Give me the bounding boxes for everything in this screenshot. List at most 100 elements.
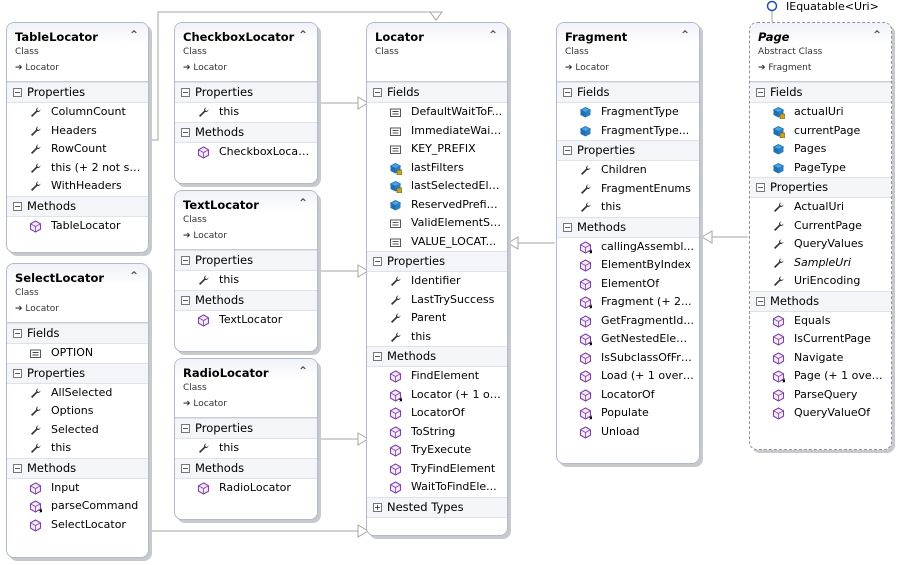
member-row[interactable]: Children xyxy=(557,161,699,180)
section-header-nested-types[interactable]: +Nested Types xyxy=(367,496,507,518)
section-header-properties[interactable]: −Properties xyxy=(175,82,317,103)
member-row[interactable]: WithHeaders xyxy=(7,177,148,196)
member-row[interactable]: this xyxy=(367,328,507,347)
member-row[interactable]: Headers xyxy=(7,122,148,141)
section-header-fields[interactable]: −Fields xyxy=(367,82,507,103)
member-row[interactable]: Pages xyxy=(750,140,891,159)
member-row[interactable]: this xyxy=(175,439,317,458)
member-row[interactable]: FragmentType xyxy=(557,103,699,122)
member-row[interactable]: SelectLocator xyxy=(7,516,148,535)
collapse-toggle-icon[interactable]: − xyxy=(756,88,765,97)
member-row[interactable]: PageType xyxy=(750,159,891,178)
member-row[interactable]: DefaultWaitToF... xyxy=(367,103,507,122)
collapse-toggle-icon[interactable]: − xyxy=(563,88,572,97)
member-row[interactable]: TextLocator xyxy=(175,311,317,330)
member-row[interactable]: ★GetNestedElem... xyxy=(557,330,699,349)
collapse-toggle-icon[interactable]: − xyxy=(373,88,382,97)
member-row[interactable]: GetFragmentId... xyxy=(557,312,699,331)
section-header-methods[interactable]: −Methods xyxy=(175,457,317,479)
member-row[interactable]: FindElement xyxy=(367,367,507,386)
collapse-chevron-icon[interactable]: ⌃ xyxy=(128,28,139,42)
member-row[interactable]: UriEncoding xyxy=(750,272,891,291)
section-header-properties[interactable]: −Properties xyxy=(557,140,699,161)
member-row[interactable]: ★callingAssembl... xyxy=(557,238,699,257)
member-row[interactable]: Unload xyxy=(557,423,699,442)
collapse-chevron-icon[interactable]: ⌃ xyxy=(297,196,308,210)
member-row[interactable]: IsCurrentPage xyxy=(750,330,891,349)
section-header-methods[interactable]: −Methods xyxy=(7,195,148,217)
member-row[interactable]: ActualUri xyxy=(750,198,891,217)
member-row[interactable]: FragmentEnums xyxy=(557,180,699,199)
member-row[interactable]: ElementByIndex xyxy=(557,256,699,275)
collapse-toggle-icon[interactable]: − xyxy=(756,183,765,192)
member-row[interactable]: this xyxy=(7,439,148,458)
member-row[interactable]: Identifier xyxy=(367,272,507,291)
section-header-methods[interactable]: −Methods xyxy=(175,121,317,143)
member-row[interactable]: currentPage xyxy=(750,122,891,141)
member-row[interactable]: ★Populate xyxy=(557,404,699,423)
member-row[interactable]: lastFilters xyxy=(367,159,507,178)
collapse-toggle-icon[interactable]: − xyxy=(181,424,190,433)
member-row[interactable]: this (+ 2 not sh... xyxy=(7,159,148,178)
expand-toggle-icon[interactable]: + xyxy=(373,502,382,512)
member-row[interactable]: TryFindElement xyxy=(367,460,507,479)
member-row[interactable]: Parent xyxy=(367,309,507,328)
collapse-chevron-icon[interactable]: ⌃ xyxy=(679,28,690,42)
section-header-fields[interactable]: −Fields xyxy=(7,323,148,344)
member-row[interactable]: CurrentPage xyxy=(750,217,891,236)
member-row[interactable]: LocatorOf xyxy=(557,386,699,405)
collapse-toggle-icon[interactable]: − xyxy=(13,201,22,211)
collapse-toggle-icon[interactable]: − xyxy=(373,352,382,361)
section-header-properties[interactable]: −Properties xyxy=(750,177,891,198)
member-row[interactable]: VALUE_LOCAT... xyxy=(367,233,507,252)
member-row[interactable]: FragmentType... xyxy=(557,122,699,141)
member-row[interactable]: TryExecute xyxy=(367,441,507,460)
member-row[interactable]: SampleUri xyxy=(750,254,891,273)
member-row[interactable]: ValidElementSt... xyxy=(367,214,507,233)
collapse-toggle-icon[interactable]: − xyxy=(181,463,190,473)
section-header-methods[interactable]: −Methods xyxy=(557,216,699,238)
member-row[interactable]: RowCount xyxy=(7,140,148,159)
member-row[interactable]: this xyxy=(175,103,317,122)
section-header-fields[interactable]: −Fields xyxy=(557,82,699,103)
section-header-methods[interactable]: −Methods xyxy=(7,457,148,479)
member-row[interactable]: LastTrySuccess xyxy=(367,291,507,310)
member-row[interactable]: ReservedPrefixes xyxy=(367,196,507,215)
member-row[interactable]: KEY_PREFIX xyxy=(367,140,507,159)
section-header-properties[interactable]: −Properties xyxy=(7,82,148,103)
section-header-properties[interactable]: −Properties xyxy=(175,418,317,439)
collapse-toggle-icon[interactable]: − xyxy=(373,257,382,266)
collapse-chevron-icon[interactable]: ⌃ xyxy=(128,269,139,283)
collapse-toggle-icon[interactable]: − xyxy=(563,222,572,232)
member-row[interactable]: OPTION xyxy=(7,344,148,363)
collapse-toggle-icon[interactable]: − xyxy=(563,146,572,155)
member-row[interactable]: ★Locator (+ 1 ov... xyxy=(367,386,507,405)
section-header-methods[interactable]: −Methods xyxy=(175,289,317,311)
collapse-toggle-icon[interactable]: − xyxy=(756,296,765,306)
member-row[interactable]: ToString xyxy=(367,423,507,442)
member-row[interactable]: ParseQuery xyxy=(750,386,891,405)
section-header-methods[interactable]: −Methods xyxy=(367,346,507,367)
collapse-toggle-icon[interactable]: − xyxy=(13,368,22,378)
collapse-toggle-icon[interactable]: − xyxy=(181,256,190,265)
collapse-chevron-icon[interactable]: ⌃ xyxy=(871,28,882,42)
member-row[interactable]: AllSelected xyxy=(7,384,148,403)
member-row[interactable]: ColumnCount xyxy=(7,103,148,122)
member-row[interactable]: RadioLocator xyxy=(175,479,317,498)
section-header-properties[interactable]: −Properties xyxy=(7,362,148,384)
member-row[interactable]: this xyxy=(175,271,317,290)
collapse-chevron-icon[interactable]: ⌃ xyxy=(297,28,308,42)
collapse-toggle-icon[interactable]: − xyxy=(13,463,22,473)
member-row[interactable]: WaitToFindEle... xyxy=(367,478,507,497)
member-row[interactable]: Navigate xyxy=(750,349,891,368)
section-header-properties[interactable]: −Properties xyxy=(175,250,317,271)
member-row[interactable]: IsSubclassOfFra... xyxy=(557,349,699,368)
member-row[interactable]: Input xyxy=(7,479,148,498)
